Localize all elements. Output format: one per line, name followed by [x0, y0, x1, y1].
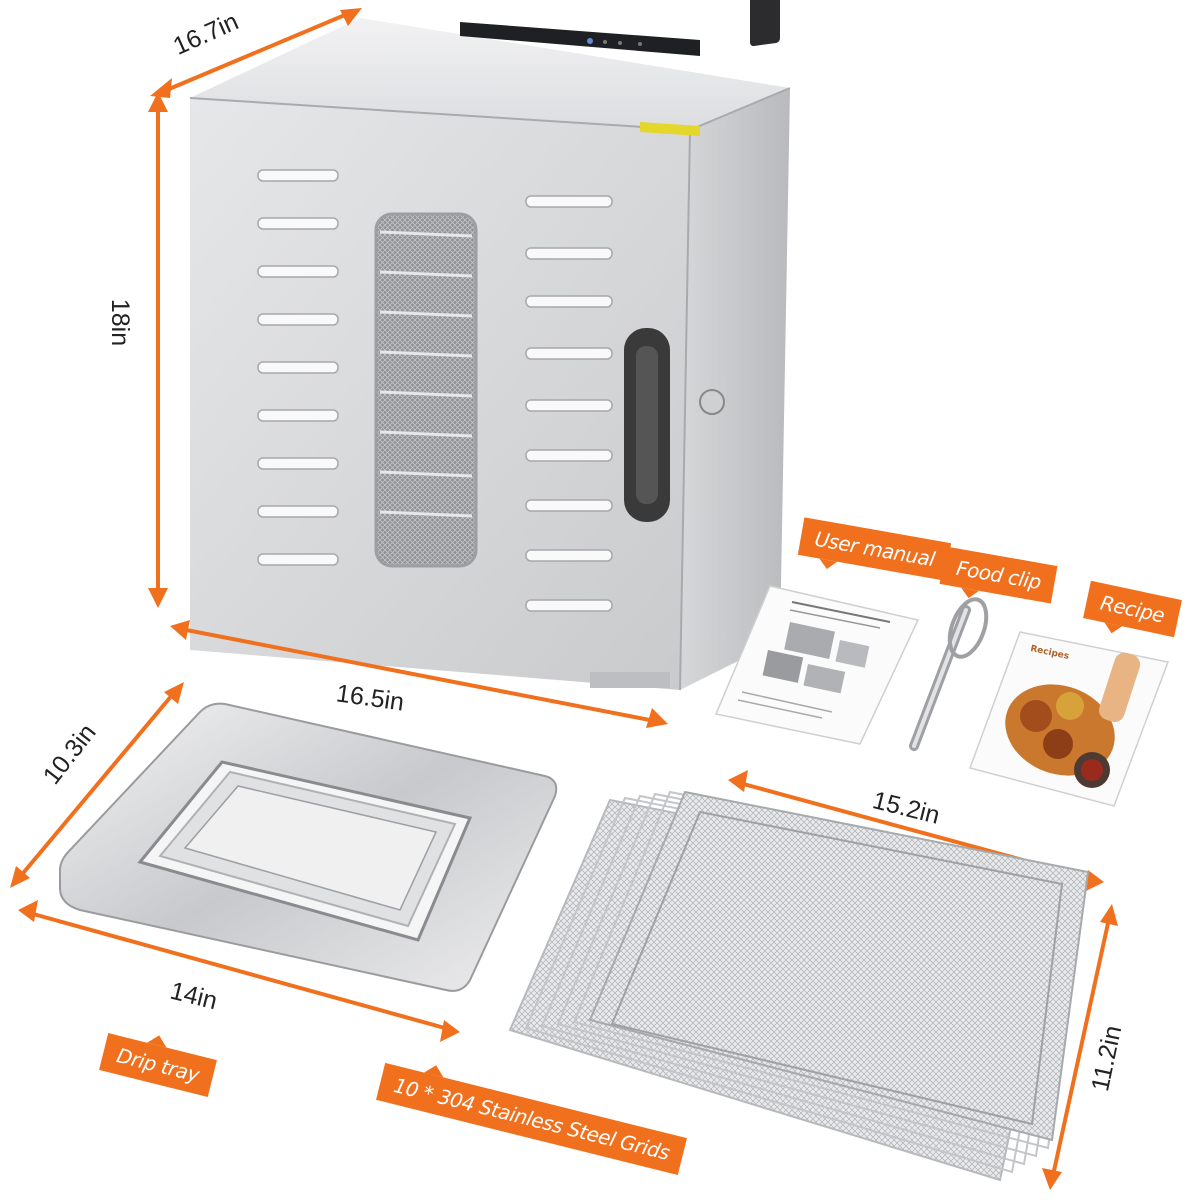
- height-dimension-label: 18in: [106, 298, 135, 347]
- right-vents: [525, 195, 613, 612]
- recipe-booklet: [969, 631, 1170, 807]
- drip-tray: [59, 702, 558, 992]
- dehydrator-unit: [189, 0, 791, 691]
- user-manual-booklet: [714, 585, 920, 745]
- side-handle: [750, 0, 780, 47]
- food-clip-tongs: [909, 597, 989, 751]
- grid-stack: [508, 790, 1090, 1182]
- left-vents: [257, 169, 339, 566]
- dehydrator-side: [680, 88, 790, 690]
- viewing-window: [374, 212, 478, 568]
- warning-sticker: [640, 122, 700, 136]
- door-latch: [699, 389, 725, 415]
- dehydrator-top: [190, 18, 790, 130]
- control-panel: [460, 22, 700, 56]
